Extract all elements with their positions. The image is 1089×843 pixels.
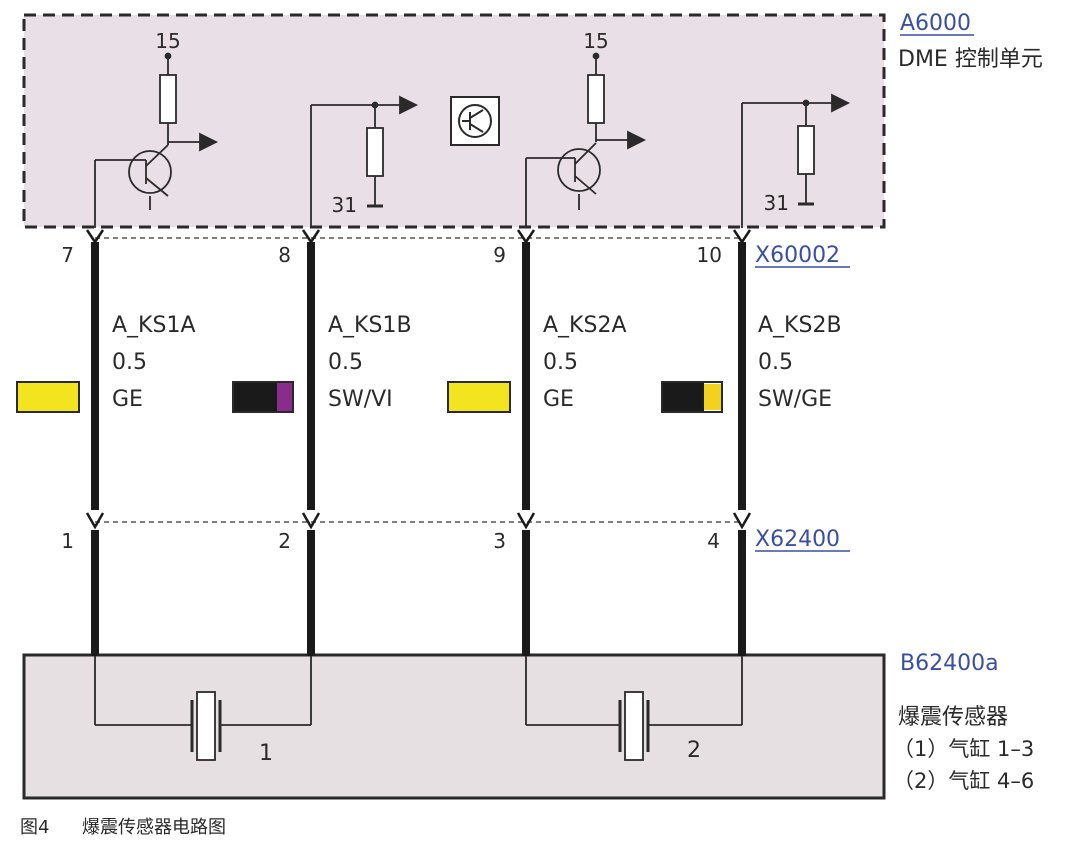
sensor-box xyxy=(22,653,886,800)
ground-label-2: 31 xyxy=(764,191,789,215)
pin-10: 10 xyxy=(697,243,722,267)
sensor-line-2: （2）气缸 4–6 xyxy=(893,769,1034,793)
sensor-element-label-2: 2 xyxy=(687,738,701,763)
wire-4-signal: A_KS2B xyxy=(758,313,842,338)
pin-1: 1 xyxy=(61,529,74,553)
wire-3-signal: A_KS2A xyxy=(543,313,627,338)
pin-symbol-2 xyxy=(301,512,321,530)
sensor-name: 爆震传感器 xyxy=(898,705,1008,730)
pin-8: 8 xyxy=(278,243,291,267)
connector-bottom-id: X62400 xyxy=(755,527,840,552)
wire-1-size: 0.5 xyxy=(112,350,147,375)
wire-2-color: SW/VI xyxy=(328,387,393,412)
pin-9: 9 xyxy=(493,243,506,267)
ecu-id: A6000 xyxy=(900,11,971,36)
connector-top-id: X60002 xyxy=(755,243,840,268)
wire-2-signal: A_KS1B xyxy=(328,313,412,338)
sensor-line-1: （1）气缸 1–3 xyxy=(893,737,1034,761)
pin-4: 4 xyxy=(707,529,720,553)
pin-symbol-9 xyxy=(516,229,536,245)
swatch-sw-vi xyxy=(232,381,294,413)
knock-sensor-element-2 xyxy=(525,656,743,761)
wire-3-size: 0.5 xyxy=(543,350,578,375)
pin-symbol-3 xyxy=(516,512,536,530)
sensor-element-label-1: 1 xyxy=(259,741,273,766)
swatch-ge-1 xyxy=(16,381,80,413)
harness-wires xyxy=(91,242,746,656)
pin-symbol-7 xyxy=(85,229,105,245)
pin-symbols xyxy=(85,229,752,530)
pin-symbol-10 xyxy=(732,229,752,245)
ecu-transistor-circuit-1 xyxy=(94,52,219,228)
ground-label-1: 31 xyxy=(332,193,357,217)
knock-sensor-element-1 xyxy=(94,656,312,761)
wire-1-signal: A_KS1A xyxy=(112,313,196,338)
supply-label-2: 15 xyxy=(583,29,608,53)
ecu-pulldown-circuit-1 xyxy=(310,95,419,228)
wire-4-color: SW/GE xyxy=(758,387,832,412)
ecu-name: DME 控制单元 xyxy=(898,47,1043,72)
ecu-transistor-icon xyxy=(450,96,500,146)
pin-3: 3 xyxy=(493,529,506,553)
ecu-transistor-circuit-2 xyxy=(525,52,647,228)
pin-7: 7 xyxy=(61,243,74,267)
sensor-id: B62400a xyxy=(900,651,999,676)
pin-symbol-1 xyxy=(85,512,105,530)
pin-symbol-8 xyxy=(301,229,321,245)
wire-1-color: GE xyxy=(112,387,143,412)
swatch-sw-ge xyxy=(661,381,723,413)
swatch-ge-2 xyxy=(447,381,511,413)
ecu-pulldown-circuit-2 xyxy=(741,93,851,228)
pin-symbol-4 xyxy=(732,512,752,530)
figure-title: 爆震传感器电路图 xyxy=(82,817,226,838)
pin-2: 2 xyxy=(278,529,291,553)
figure-number: 图4 xyxy=(20,817,49,838)
wire-3-color: GE xyxy=(543,387,574,412)
wire-4-size: 0.5 xyxy=(758,350,793,375)
wire-color-swatches xyxy=(16,381,723,413)
wire-2-size: 0.5 xyxy=(328,350,363,375)
supply-label-1: 15 xyxy=(155,29,180,53)
